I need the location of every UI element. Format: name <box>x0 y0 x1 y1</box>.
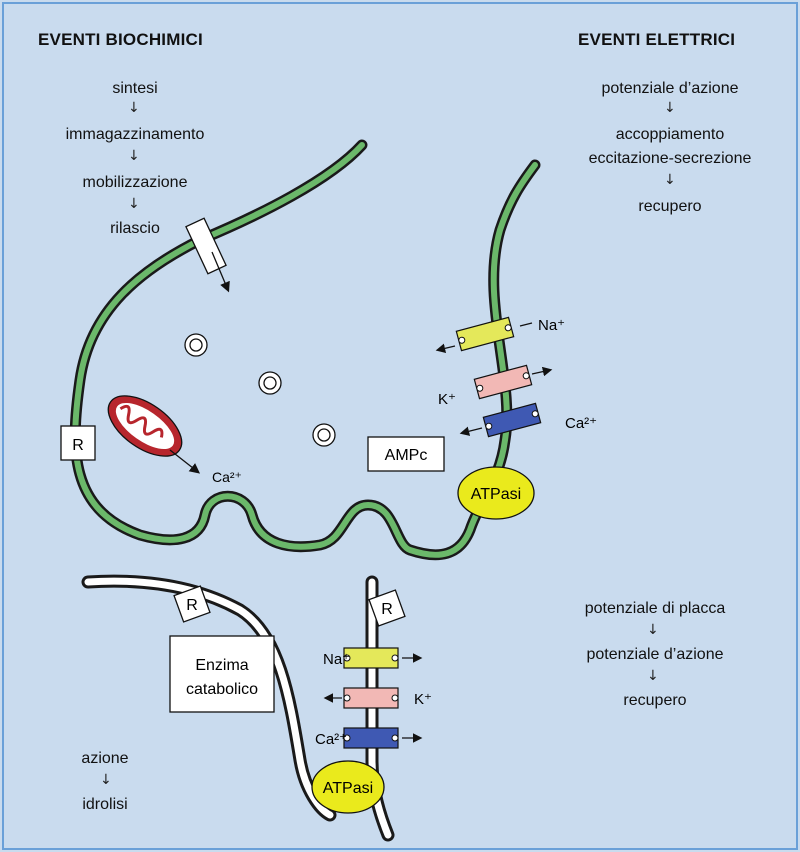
na-pre-label: Na⁺ <box>538 317 565 334</box>
down-arrow-icon: ↓ <box>128 196 140 212</box>
k-pre-label: K⁺ <box>438 391 456 408</box>
elec-step-3: eccitazione-secrezione <box>588 150 752 167</box>
bio-step-3: mobilizzazione <box>82 174 188 191</box>
ca-post-label: Ca²⁺ <box>315 731 347 748</box>
down-arrow-icon: ↓ <box>664 172 676 188</box>
ca-channel-post <box>343 727 399 749</box>
enzyme-step-2: idrolisi <box>82 796 128 813</box>
ampc-box <box>367 436 445 472</box>
enzyme-step-1: azione <box>81 750 129 767</box>
down-arrow-icon: ↓ <box>647 668 659 684</box>
release-pore <box>185 217 230 293</box>
k-channel-post <box>343 687 399 709</box>
atpase-post <box>311 760 385 814</box>
k-post-label: K⁺ <box>414 691 432 708</box>
elec-step-2: accoppiamento <box>615 126 725 143</box>
down-arrow-icon: ↓ <box>647 622 659 638</box>
biochemical-title: EVENTI BIOCHIMICI <box>38 30 203 49</box>
elec-step-1: potenziale d’azione <box>601 80 739 97</box>
presynaptic-membrane <box>69 139 541 561</box>
ampc-label: AMPc <box>385 447 428 464</box>
receptor-post-right <box>368 589 406 627</box>
atpase-pre <box>457 466 535 520</box>
k-channel-pre <box>473 364 533 400</box>
bio-step-1: sintesi <box>112 80 158 97</box>
enzyme-box <box>169 635 275 713</box>
bio-step-4: rilascio <box>110 220 160 237</box>
calcium-label: Ca²⁺ <box>212 469 242 485</box>
vesicles <box>184 333 336 447</box>
receptor-post-left <box>173 585 211 623</box>
na-post-label: Na⁺ <box>323 651 350 668</box>
enzyme-line2: catabolico <box>186 681 258 698</box>
mitochondrion <box>107 395 183 457</box>
ca-pre-label: Ca²⁺ <box>565 415 597 432</box>
down-arrow-icon: ↓ <box>100 772 112 788</box>
elec-step-4: recupero <box>638 198 702 215</box>
na-channel-post <box>343 647 399 669</box>
ca-channel-pre <box>482 402 542 438</box>
receptor-post-left-label: R <box>186 597 198 614</box>
down-arrow-icon: ↓ <box>664 100 676 116</box>
electrical-title: EVENTI ELETTRICI <box>578 30 736 49</box>
bio-step-2: immagazzinamento <box>65 126 205 143</box>
atpase-pre-label: ATPasi <box>471 486 521 503</box>
down-arrow-icon: ↓ <box>128 100 140 116</box>
post-elec-step-3: recupero <box>623 692 687 709</box>
enzyme-line1: Enzima <box>195 657 248 674</box>
receptor-pre-label: R <box>72 437 84 454</box>
na-channel-pre <box>455 316 515 352</box>
down-arrow-icon: ↓ <box>128 148 140 164</box>
post-elec-step-2: potenziale d’azione <box>586 646 724 663</box>
post-elec-step-1: potenziale di placca <box>584 600 726 617</box>
atpase-post-label: ATPasi <box>323 780 373 797</box>
receptor-post-right-label: R <box>381 601 393 618</box>
receptor-pre-box <box>60 425 96 461</box>
